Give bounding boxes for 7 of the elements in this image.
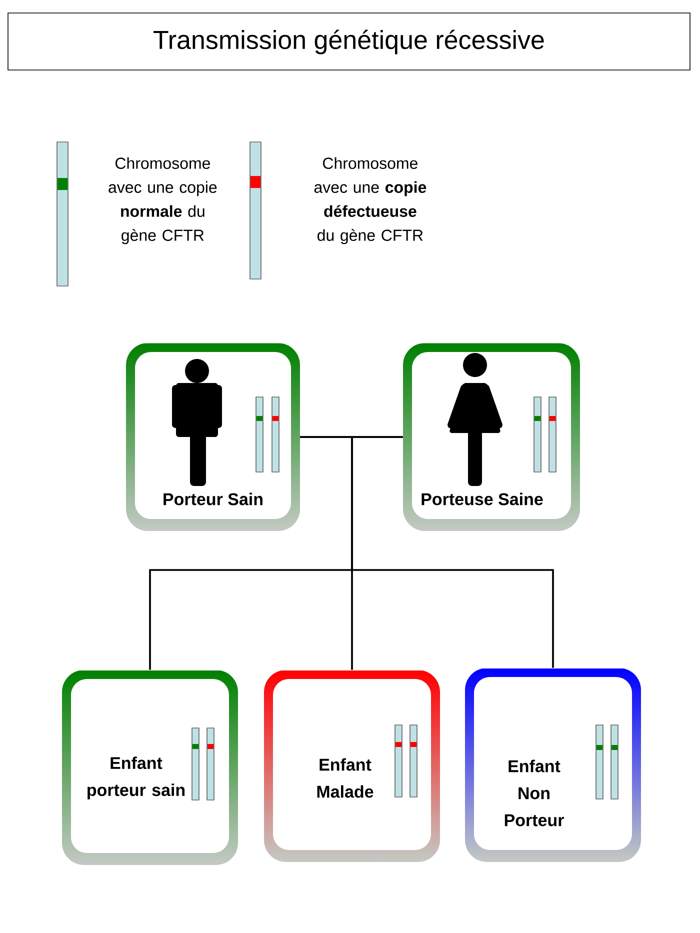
child-box: Enfant Malade (273, 679, 431, 850)
title-box: Transmission génétique récessive (8, 12, 690, 70)
legend-text: Chromosome avec une copie normale du gène CFTR (108, 157, 217, 244)
connector-line (351, 436, 554, 668)
child-box: Enfant Non Porteur (474, 677, 632, 850)
legend-text: Chromosome avec une copie défectueuse du gène CFTR (314, 157, 426, 244)
child-box: Enfant porteur sain (71, 679, 229, 853)
